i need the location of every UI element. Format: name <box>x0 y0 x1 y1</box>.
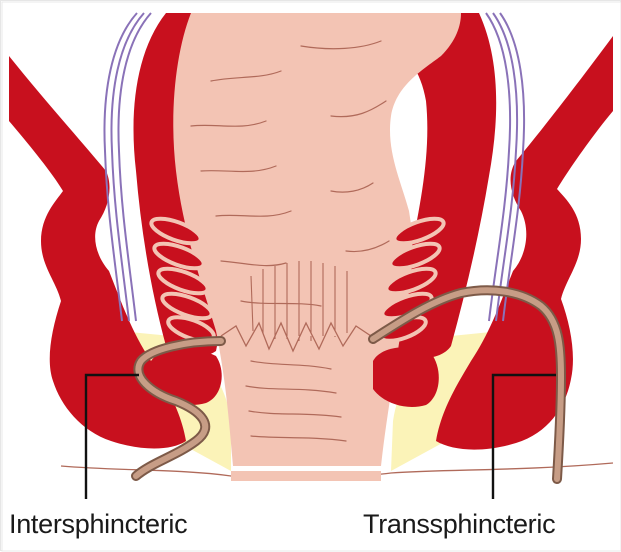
external-sphincter-right <box>373 347 439 407</box>
label-transsphincteric: Transsphincteric <box>363 509 555 540</box>
perianal-skin <box>231 471 381 481</box>
label-intersphincteric: Intersphincteric <box>9 509 187 540</box>
